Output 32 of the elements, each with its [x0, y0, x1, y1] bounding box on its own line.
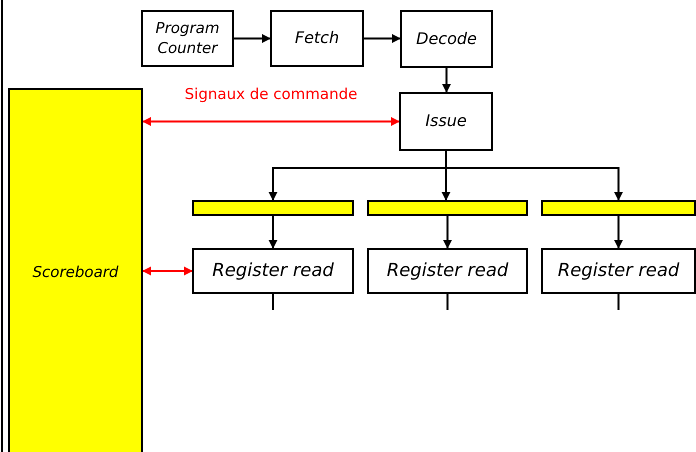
edge-label: Signaux de commande	[182, 84, 360, 102]
arrow	[443, 216, 452, 249]
node-label: Program Counter	[154, 19, 220, 58]
process-box	[541, 248, 696, 294]
node-label: Scoreboard	[32, 263, 120, 283]
node-label: Fetch	[294, 28, 340, 49]
scoreboard-panel	[8, 88, 143, 452]
node-label: Register read	[386, 259, 510, 283]
process-box	[192, 248, 354, 294]
process-box	[367, 248, 528, 294]
node-label: Issue	[424, 111, 468, 132]
node-label: Register read	[556, 259, 680, 283]
arrow	[445, 151, 623, 201]
process-box	[400, 10, 493, 68]
arrow	[364, 34, 401, 43]
connector-line	[272, 294, 274, 310]
arrow	[614, 216, 623, 249]
process-box	[270, 10, 364, 67]
pipeline-register-bar	[367, 200, 528, 216]
arrow	[234, 34, 271, 43]
arrow	[142, 266, 193, 276]
process-box	[399, 92, 493, 151]
connector-line	[446, 294, 448, 310]
arrow	[142, 117, 400, 126]
process-box	[141, 10, 234, 67]
arrow	[442, 68, 451, 93]
node-label: Decode	[415, 28, 478, 50]
node-label: Register read	[211, 259, 335, 283]
pipeline-register-bar	[192, 200, 354, 216]
pipeline-register-bar	[541, 200, 696, 216]
connector-line	[618, 294, 620, 310]
arrow	[268, 216, 278, 249]
